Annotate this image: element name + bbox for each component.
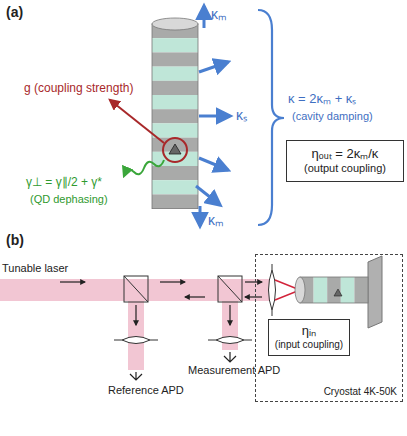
mirror-layer [152, 95, 198, 109]
mirror-layer [152, 52, 198, 66]
pillar-outline [152, 24, 198, 209]
node-note: (input coupling) [272, 339, 346, 352]
mirror-layer [152, 123, 198, 137]
coupling-label: g (coupling strength) [24, 82, 133, 96]
mirror-layer [314, 277, 328, 303]
mirror-layer [152, 38, 198, 52]
loss-rate: κₛ [236, 107, 247, 123]
node-heading: ηᵢₙ [272, 323, 346, 339]
mirror-layer [152, 166, 198, 180]
panel-label: (a) [6, 4, 23, 20]
mirror-layer [152, 194, 198, 208]
formula-box: ηₒᵤₜ = 2κₘ/κ(output coupling) [286, 140, 404, 182]
node-heading: ηₒᵤₜ = 2κₘ/κ [292, 146, 398, 162]
cryostat-region: Cryostat 4K-50K ηᵢₙ(input coupling) [255, 254, 403, 402]
detector-label: Measurement APD [188, 364, 280, 377]
mirror-layer [341, 277, 355, 303]
loss-rate: κₘ [208, 212, 224, 228]
dephasing-label: (QD dephasing) [30, 193, 108, 206]
node-note: (output coupling) [292, 162, 398, 176]
mirror-layer [354, 277, 368, 303]
detector-label: Reference APD [108, 384, 184, 397]
damping-formula: κ = 2κₘ + κₛ [288, 92, 356, 107]
mirror-layer [152, 180, 198, 194]
panel-label: (b) [6, 232, 24, 248]
mirror-layer [152, 81, 198, 95]
dephasing-formula: γ⊥ = γ∥/2 + γ* [26, 176, 102, 190]
pillar-outline [300, 277, 368, 303]
node-heading: Cryostat 4K-50K [324, 386, 397, 399]
mirror-layer [152, 67, 198, 81]
mirror-layer [152, 109, 198, 123]
coupling-box: ηᵢₙ(input coupling) [268, 319, 350, 356]
loss-rate: κₘ [211, 6, 227, 22]
source-label: Tunable laser [2, 262, 68, 275]
damping-label: (cavity damping) [292, 110, 373, 123]
